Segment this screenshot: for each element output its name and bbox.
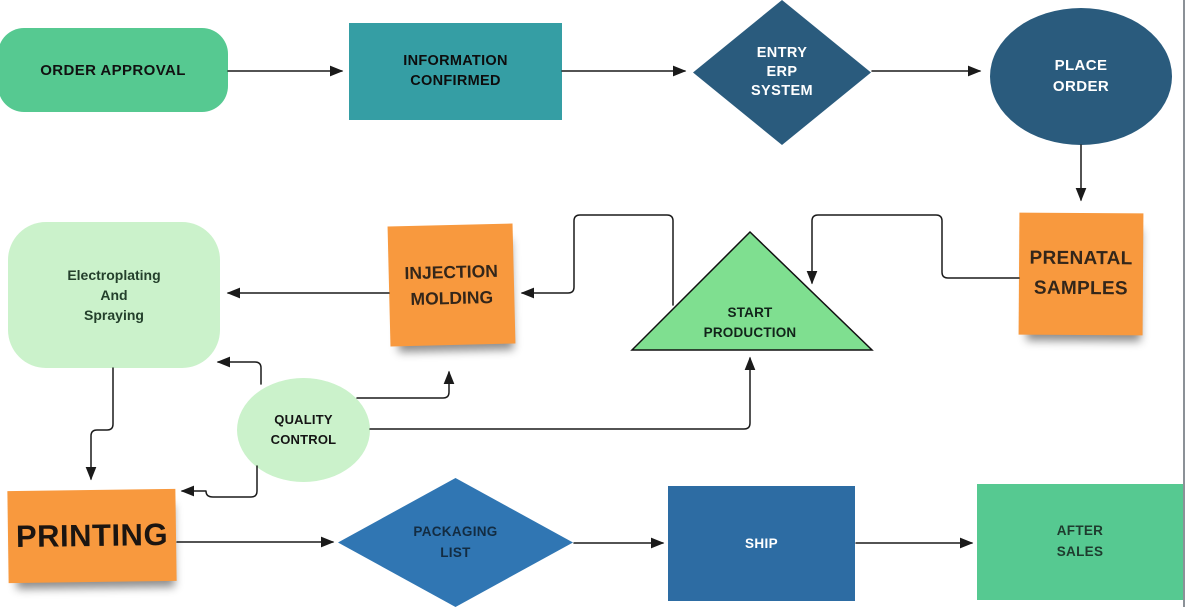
node-after-sales[interactable]: AFTER SALES bbox=[977, 484, 1183, 600]
node-ship[interactable]: SHIP bbox=[668, 486, 855, 601]
connector-quality-control-to-start-production bbox=[369, 356, 756, 430]
node-after-sales-label: AFTER SALES bbox=[1056, 523, 1104, 559]
node-packaging-list-label: PACKAGING LIST bbox=[413, 523, 498, 560]
node-ship-label: SHIP bbox=[744, 536, 779, 551]
node-place-order[interactable]: PLACE ORDER bbox=[990, 8, 1172, 145]
node-injection-molding-label: INJECTION MOLDING bbox=[404, 260, 499, 310]
node-information-confirmed-label: INFORMATION CONFIRMED bbox=[403, 52, 508, 89]
node-printing-label: PRINTING bbox=[15, 516, 169, 555]
node-place-order-label: PLACE ORDER bbox=[1052, 57, 1110, 95]
node-start-production[interactable]: START PRODUCTION bbox=[665, 303, 835, 343]
node-information-confirmed[interactable]: INFORMATION CONFIRMED bbox=[349, 23, 562, 120]
node-entry-erp-system[interactable]: ENTRY ERP SYSTEM bbox=[693, 0, 871, 145]
canvas-right-border bbox=[1183, 0, 1185, 607]
node-entry-erp-system-label: ENTRY ERP SYSTEM bbox=[750, 45, 814, 99]
node-quality-control[interactable]: QUALITY CONTROL bbox=[237, 378, 370, 482]
node-electroplating-and-spraying-label: Electroplating And Spraying bbox=[67, 266, 161, 324]
connector-prenatal-samples-to-start-production bbox=[806, 214, 1020, 285]
connector-start-production-to-injection-molding bbox=[520, 214, 674, 306]
node-prenatal-samples[interactable]: PRENATAL SAMPLES bbox=[1018, 212, 1144, 336]
node-order-approval-label: ORDER APPROVAL bbox=[40, 61, 186, 79]
node-printing[interactable]: PRINTING bbox=[7, 488, 177, 584]
node-quality-control-label: QUALITY CONTROL bbox=[270, 411, 337, 447]
node-start-production-label: START PRODUCTION bbox=[703, 305, 797, 340]
node-injection-molding[interactable]: INJECTION MOLDING bbox=[387, 223, 516, 347]
node-prenatal-samples-label: PRENATAL SAMPLES bbox=[1029, 247, 1133, 300]
connector-quality-control-to-electroplating bbox=[216, 356, 262, 385]
node-order-approval[interactable]: ORDER APPROVAL bbox=[0, 28, 228, 112]
node-packaging-list[interactable]: PACKAGING LIST bbox=[338, 478, 573, 607]
node-electroplating-and-spraying[interactable]: Electroplating And Spraying bbox=[8, 222, 220, 368]
connector-quality-control-to-injection-molding bbox=[356, 370, 455, 399]
connector-quality-control-to-printing bbox=[180, 465, 258, 498]
connector-electroplating-to-printing bbox=[85, 367, 114, 481]
